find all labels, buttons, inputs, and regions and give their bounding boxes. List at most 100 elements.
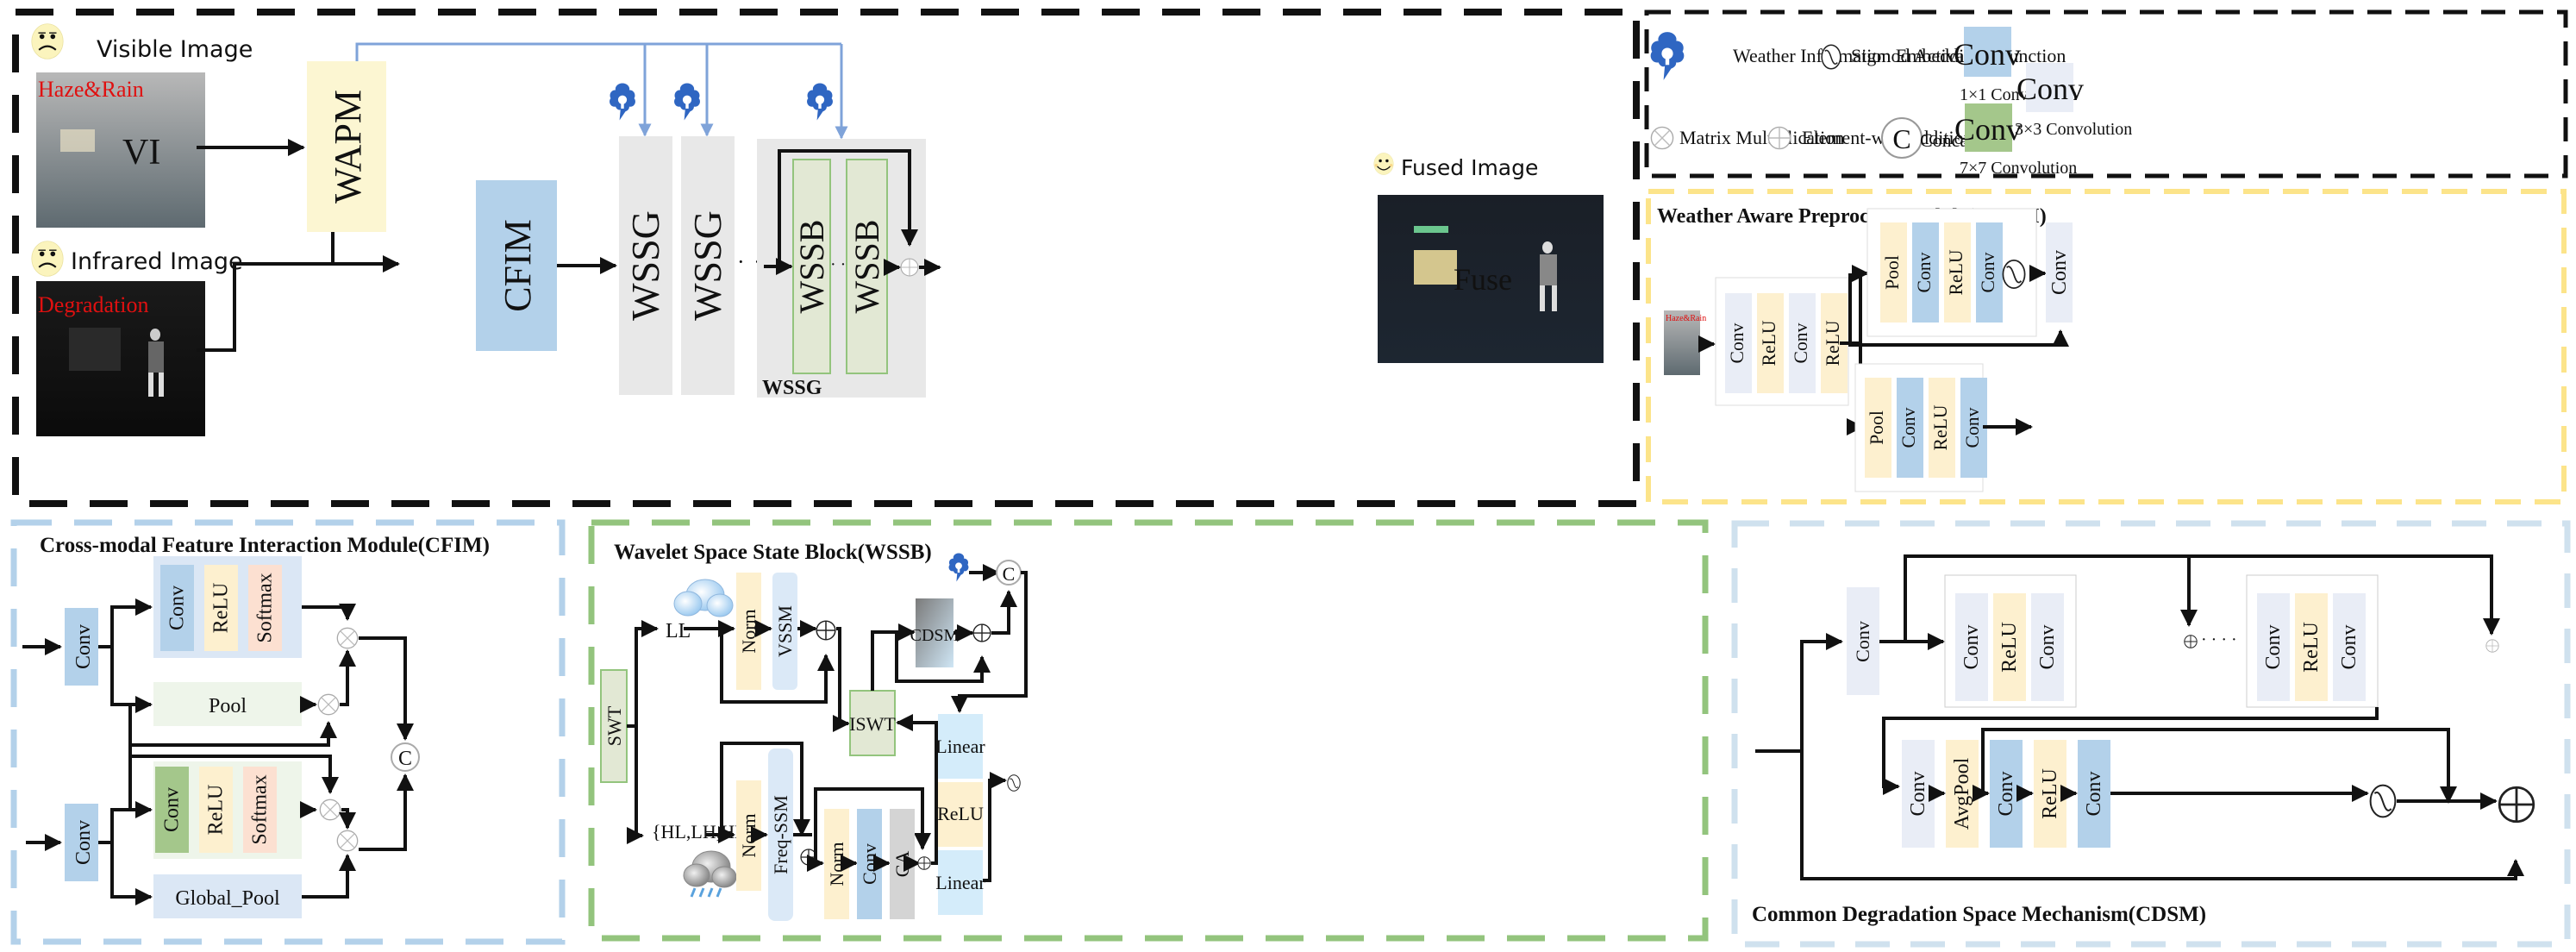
arrow [1904,554,2500,642]
relu-label: ReLU [1930,404,1951,450]
wssg-block-2[interactable] [681,136,735,395]
happy-face-icon [1372,152,1395,176]
ll-label: LL [666,620,691,642]
cfim-conv-bottom-label: Conv [72,820,95,865]
conv-block[interactable] [1725,293,1752,393]
conv-block[interactable] [1789,293,1816,393]
cfim-label: CFIM [497,219,539,312]
fused-image: Fuse [1378,195,1604,363]
element-wise-add-icon [972,623,991,642]
linear-block-2[interactable] [938,850,983,915]
wssg-block-1[interactable] [619,136,672,395]
relu-block[interactable] [2295,593,2328,701]
norm-label-2: Norm [738,813,760,857]
conv-block[interactable] [1897,378,1923,478]
arrow [833,627,850,732]
arrow [1800,751,2524,880]
matrix-multiplication-icon [1650,125,1674,151]
weather-embedding-icon [610,83,635,121]
overview-border [12,9,1640,507]
cfim-global-pool[interactable] [153,874,302,918]
arrow [1981,728,2457,804]
relu-block[interactable] [199,767,233,853]
arrow [110,647,153,713]
arrow [359,636,414,741]
weather-connector [355,42,841,61]
vssm-block[interactable] [772,573,797,690]
arrow [339,649,356,706]
cdsm-block[interactable] [916,598,953,667]
cdsm-label: CDSM [910,626,960,645]
arrow [110,842,153,905]
wssb-concat: C [1003,563,1016,585]
relu-label: ReLU [2039,768,2061,819]
infrared-image: Degradation [36,281,205,436]
conv-block[interactable] [1976,222,2003,323]
conv-block[interactable] [1955,593,1988,701]
softmax-block[interactable] [243,767,277,853]
cfim-border [10,519,566,945]
cloud-icon [673,579,734,617]
conv-block[interactable] [160,565,194,651]
conv-label: Conv [2036,624,2059,669]
arrow [302,854,356,899]
conv-label: Conv [166,586,189,630]
conv-block[interactable] [1960,378,1987,478]
pool-block[interactable] [1880,222,1907,323]
legend-conv1x1-swatch [1964,27,2011,77]
relu-block[interactable] [204,565,238,651]
relu-block[interactable] [1944,222,1971,323]
cdsm-conv-in[interactable] [1847,587,1879,695]
cfim-title: Cross-modal Feature Interaction Module(C… [40,534,490,557]
cfim-pool[interactable] [153,682,302,726]
cfim-conv-bottom[interactable] [65,804,98,881]
cdsm-border [1731,520,2571,948]
conv-block[interactable] [1912,222,1939,323]
legend-conv1x1-text: Conv [1954,37,2021,72]
wssb-border [588,519,1709,942]
weather-embedding-icon [807,83,833,121]
pool-block[interactable] [1865,378,1891,478]
cfim-conv-top[interactable] [65,608,98,686]
cfim-pool-label: Pool [209,695,247,717]
freq-ssm-block[interactable] [768,748,793,921]
softmax-label: Softmax [254,573,277,642]
relu-block[interactable] [1929,378,1955,478]
swt-label: SWT [603,705,625,746]
arrow [1800,633,1843,751]
linear-block-1[interactable] [938,714,983,779]
visible-tag: Haze&Rain [38,77,144,102]
wssb-title: Wavelet Space State Block(WSSB) [614,541,932,564]
pool-label: Pool [1866,410,1887,445]
iswt-label: ISWT [849,713,896,735]
wssb-block-1[interactable] [792,159,831,374]
wssb-relu-block[interactable] [938,782,983,847]
softmax-block[interactable] [248,565,282,651]
legend-conv3x3-label: 3×3 Convolution [2015,120,2132,139]
wapm-out-conv[interactable] [2046,222,2073,323]
arrow [130,755,339,794]
conv-block[interactable] [2078,740,2110,848]
conv-label: Conv [2083,771,2105,816]
visible-overlay: VI [122,133,160,172]
wapm-panel: Weather Aware Preprocess Module(WAPM) Ha… [1646,189,2567,504]
relu-block[interactable] [1993,593,2026,701]
arrow [339,808,356,830]
relu-block[interactable] [1757,293,1784,393]
conv-block[interactable] [155,767,189,853]
cfim-block[interactable] [476,180,557,351]
sigmoid-icon [1007,774,1021,792]
legend-panel: Weather Information Embedding Sigmod Act… [1644,9,2568,178]
pool-label: Pool [1882,255,1903,290]
wssb-block-2[interactable] [846,159,888,374]
conv-block[interactable] [2257,593,2290,701]
arrow [627,726,644,844]
arrow [98,801,153,844]
conv-block[interactable] [2333,593,2366,701]
conv-label: Conv [1978,252,1998,292]
wapm-block[interactable] [307,61,386,232]
softmax-label: Softmax [249,774,272,844]
wssb-conv-label: Conv [859,843,880,885]
conv-block[interactable] [2031,593,2064,701]
